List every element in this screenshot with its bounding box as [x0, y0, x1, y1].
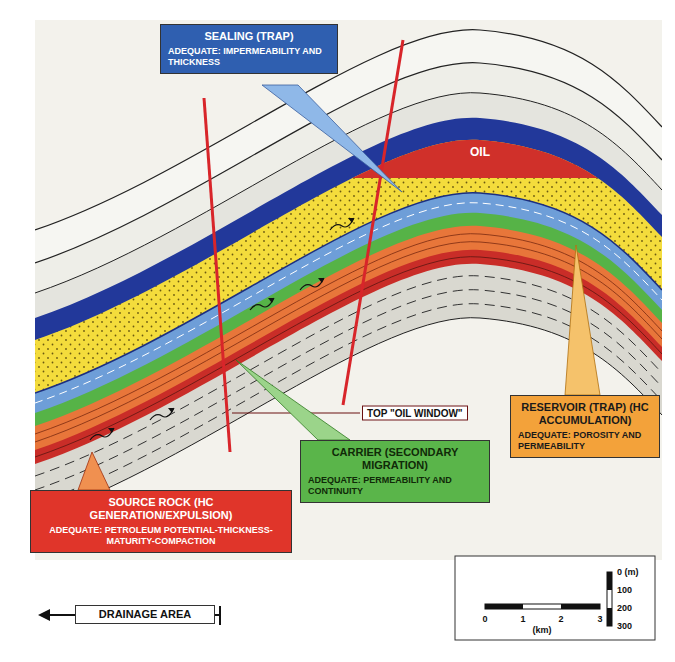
- source-rock-callout: SOURCE ROCK (HC GENERATION/EXPULSION) ADE…: [30, 490, 292, 553]
- reservoir-callout: RESERVOIR (TRAP) (HC ACCUMULATION) ADEQUA…: [510, 395, 660, 458]
- scale-distance: 2: [558, 614, 563, 624]
- scale-depth: 100: [617, 585, 632, 595]
- scale-distance: 0: [482, 614, 487, 624]
- scale-depth: 200: [617, 603, 632, 613]
- oil-window-label: TOP "OIL WINDOW": [362, 406, 468, 421]
- callout-body: ADEQUATE: IMPERMEABILITY AND THICKNESS: [168, 46, 330, 68]
- scale-distance: 1: [520, 614, 525, 624]
- carrier-callout: CARRIER (SECONDARY MIGRATION) ADEQUATE: P…: [300, 440, 490, 503]
- scale-depth: 300: [617, 621, 632, 631]
- callout-body: ADEQUATE: PERMEABILITY AND CONTINUITY: [308, 475, 482, 497]
- callout-heading: SEALING (TRAP): [168, 30, 330, 43]
- callout-heading: CARRIER (SECONDARY MIGRATION): [308, 446, 482, 472]
- callout-body: ADEQUATE: PETROLEUM POTENTIAL-THICKNESS-…: [38, 525, 284, 547]
- callout-heading: SOURCE ROCK (HC GENERATION/EXPULSION): [38, 496, 284, 522]
- scale-distance: 3: [597, 614, 602, 624]
- callout-body: ADEQUATE: POROSITY AND PERMEABILITY: [518, 430, 652, 452]
- callout-heading: RESERVOIR (TRAP) (HC ACCUMULATION): [518, 401, 652, 427]
- scale-unit: (km): [532, 625, 551, 635]
- drainage-area-box: DRAINAGE AREA: [75, 605, 215, 624]
- scale-depth: 0 (m): [617, 567, 639, 577]
- seal-callout: SEALING (TRAP) ADEQUATE: IMPERMEABILITY A…: [160, 24, 338, 74]
- callout-heading: DRAINAGE AREA: [80, 608, 210, 621]
- oil-label: OIL: [470, 145, 490, 159]
